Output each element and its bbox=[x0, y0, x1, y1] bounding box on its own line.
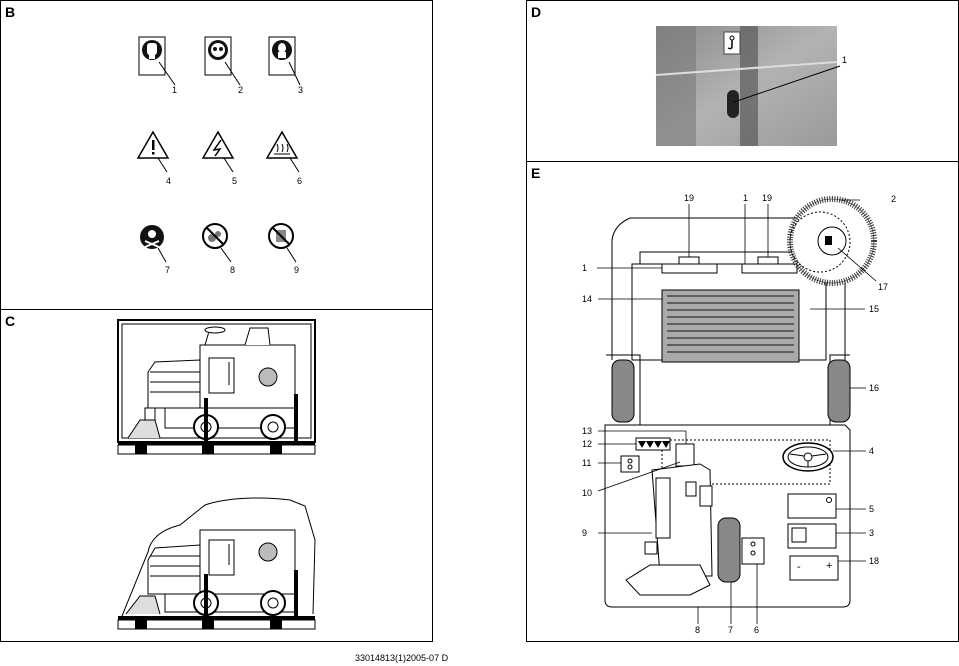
battery-plus: + bbox=[826, 560, 833, 572]
toxic-icon bbox=[140, 225, 167, 263]
symbol-number-3: 3 bbox=[298, 85, 304, 95]
hook-lift-photo bbox=[655, 26, 841, 146]
respirator-icon bbox=[268, 36, 301, 86]
callout-e-1-left: 1 bbox=[582, 263, 588, 273]
machine-top-view bbox=[597, 196, 877, 624]
warning-icon bbox=[136, 130, 170, 173]
hot-surface-icon bbox=[265, 130, 300, 173]
callout-e-5: 5 bbox=[869, 504, 875, 514]
callout-e-8: 8 bbox=[695, 625, 701, 635]
panel-label-c: C bbox=[5, 313, 16, 329]
panel-label-d: D bbox=[531, 4, 542, 20]
symbol-number-1: 1 bbox=[172, 85, 178, 95]
panel-label-e: E bbox=[531, 165, 541, 181]
symbol-number-6: 6 bbox=[297, 176, 303, 186]
panel-label-b: B bbox=[5, 4, 16, 20]
callout-e-9: 9 bbox=[582, 528, 588, 538]
symbol-number-4: 4 bbox=[166, 176, 172, 186]
callout-e-19b: 19 bbox=[762, 193, 773, 203]
callout-e-1-top: 1 bbox=[743, 193, 749, 203]
callout-e-2: 2 bbox=[891, 194, 897, 204]
callout-d-1: 1 bbox=[842, 55, 848, 65]
callout-e-17: 17 bbox=[878, 282, 889, 292]
no-open-flame-icon bbox=[268, 223, 297, 263]
callout-e-4: 4 bbox=[869, 446, 875, 456]
symbol-number-5: 5 bbox=[232, 176, 238, 186]
callout-e-7: 7 bbox=[728, 625, 734, 635]
callout-e-10: 10 bbox=[582, 488, 593, 498]
covered-machine bbox=[117, 497, 316, 630]
battery-minus: - bbox=[797, 561, 801, 573]
callout-e-13: 13 bbox=[582, 426, 593, 436]
callout-e-12: 12 bbox=[582, 439, 593, 449]
electric-hazard-icon bbox=[201, 130, 235, 173]
crate-machine-top bbox=[117, 319, 316, 455]
no-fire-icon bbox=[202, 223, 232, 263]
callout-e-14: 14 bbox=[582, 294, 593, 304]
callout-e-6: 6 bbox=[754, 625, 760, 635]
document-code: 33014813(1)2005-07 D bbox=[355, 653, 449, 663]
symbol-number-9: 9 bbox=[294, 265, 300, 275]
symbol-number-2: 2 bbox=[238, 85, 244, 95]
callout-e-3: 3 bbox=[869, 528, 875, 538]
callout-e-15: 15 bbox=[869, 304, 880, 314]
symbol-number-8: 8 bbox=[230, 265, 236, 275]
callout-e-11: 11 bbox=[582, 458, 592, 468]
hook-lift-icon bbox=[727, 35, 735, 50]
callout-e-16: 16 bbox=[869, 383, 880, 393]
callout-e-18: 18 bbox=[869, 556, 880, 566]
callout-e-19a: 19 bbox=[684, 193, 695, 203]
eye-protection-icon bbox=[204, 36, 241, 86]
hand-protection-icon bbox=[138, 36, 176, 86]
symbol-number-7: 7 bbox=[165, 265, 171, 275]
